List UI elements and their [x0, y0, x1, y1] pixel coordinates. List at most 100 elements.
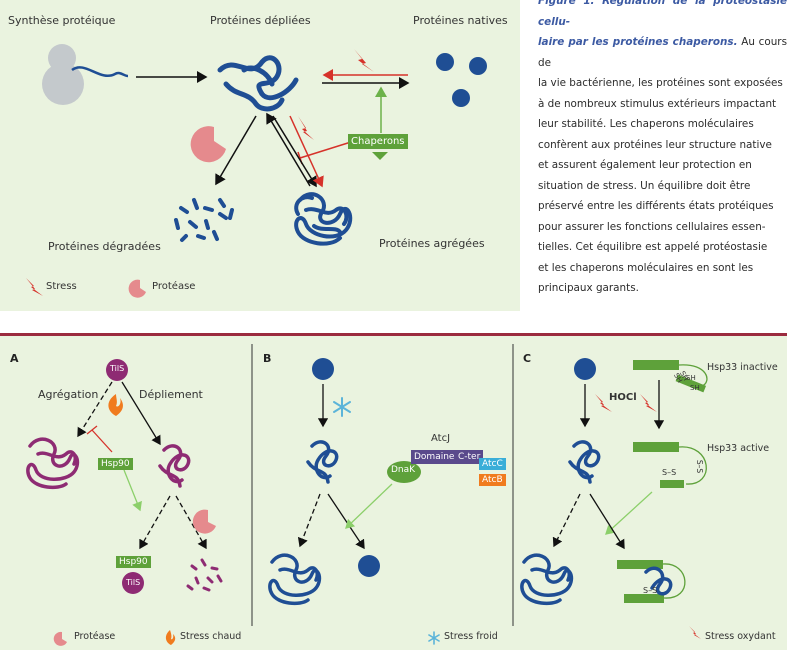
aggregated-proteins [294, 192, 353, 246]
legend-cold: Stress froid [444, 631, 498, 642]
caption-line: à de nombreux stimulus extérieurs impact… [538, 97, 777, 110]
domaine-j-box: Domaine J [411, 450, 463, 464]
unfolded-protein-a [158, 444, 191, 488]
stress-icon [354, 49, 374, 72]
dnak-arrow [345, 483, 393, 529]
caption-line: pour assurer les fonctions cellulaires e… [538, 220, 766, 233]
dnak-label: DnaK [391, 465, 416, 475]
top-diagram [26, 44, 487, 298]
cold-legend-icon [428, 631, 440, 645]
aggregation-arrow-c [552, 493, 581, 548]
caption-line: tielles. Cet équilibre est appelé protéo… [538, 241, 768, 253]
agregation-label: Agrégation [38, 388, 99, 401]
oxidant-icon-2 [640, 394, 657, 412]
hsp90-inhibition [91, 429, 113, 453]
caption-line: et les chaperons moléculaires en sont le… [538, 261, 754, 274]
degradation-arrow [215, 115, 257, 186]
aggregation-arrow [77, 381, 113, 438]
aggregation-arrow-down [272, 115, 317, 188]
ss-label: S–S [662, 468, 677, 477]
section-divider [0, 333, 787, 336]
caption-line: préservé entre les différents états prot… [538, 200, 774, 212]
aggregated-protein-a [26, 437, 80, 490]
panel-b-letter: B [263, 352, 272, 365]
protease-icon [192, 509, 216, 534]
ribosome-icon [42, 44, 129, 105]
hsp90-arrow [123, 469, 142, 512]
refold-arrow [139, 495, 171, 550]
unfolded-protein-c [568, 440, 601, 484]
hsp33-active-bar [633, 442, 679, 452]
native-proteins [436, 53, 487, 107]
panel-c-letter: C [523, 352, 532, 365]
depliement-label: Dépliement [139, 388, 203, 401]
caption-line: et assurent également leur protection en [538, 159, 752, 171]
caption-line: la vie bactérienne, les protéines sont e… [538, 77, 783, 89]
stress-icon [298, 116, 314, 140]
cold-stress-icon [333, 397, 351, 417]
holding-arrow [589, 493, 625, 550]
caption-line: principaux garants. [538, 282, 639, 294]
folding-arrow-b [327, 493, 365, 550]
legend-stress: Stress [46, 281, 77, 292]
caption-line: Au cours de [538, 36, 787, 69]
tils-label-bound: TilS [126, 578, 141, 587]
c-ter-box: C-ter [455, 450, 484, 464]
atcj-label: AtcJ [431, 433, 451, 444]
top-figure: Synthèse protéique Protéines dépliées Pr… [0, 0, 520, 311]
unfolded-protein [217, 55, 299, 112]
figure-caption: Figure 1. Régulation de la protéostasie … [538, 0, 787, 294]
aggregation-arrow-b [297, 493, 321, 548]
native-protein-c [574, 358, 596, 380]
protease-legend-icon [128, 279, 146, 298]
bottom-diagram [26, 344, 708, 646]
heat-stress-icon [108, 394, 123, 416]
hsp33-arrow [605, 491, 653, 535]
protease-icon [190, 126, 226, 163]
legend-protease: Protéase [152, 281, 196, 292]
label-degradees: Protéines dégradées [48, 240, 161, 253]
atcc-box: AtcC [479, 458, 506, 470]
label-agregees: Protéines agrégées [379, 237, 485, 250]
dnak-node [387, 461, 421, 483]
degraded-fragments [174, 198, 234, 242]
caption-line: situation de stress. Un équilibre doit ê… [538, 179, 751, 192]
hsp90-box-bound: Hsp90 [116, 556, 151, 568]
label-natives: Protéines natives [413, 14, 508, 27]
unfolding-arrow [121, 381, 161, 446]
degrade-arrow [175, 495, 207, 550]
aggregated-protein-c [520, 553, 574, 606]
label-synthese: Synthèse protéique [8, 14, 116, 27]
stress-legend-icon [26, 278, 43, 296]
caption-line: confèrent aux protéines leur structure n… [538, 138, 772, 151]
ss-label: S–S [695, 459, 705, 474]
bottom-figure: A B C TilS Agrégation Dépliement Hsp90 H… [0, 336, 787, 650]
caption-title: Figure 1. Régulation de la protéostasie … [538, 0, 787, 28]
atcb-box: AtcB [479, 474, 506, 486]
legend-oxidant: Stress oxydant [705, 631, 776, 642]
hsp33-client-complex [617, 560, 686, 603]
panel-a-letter: A [10, 352, 19, 365]
oxidant-icon-1 [595, 394, 612, 412]
ss-label: S–S [643, 586, 658, 595]
hsp33-inactive-label: Hsp33 inactive [707, 362, 778, 373]
hsp33-inactive-bar [633, 360, 679, 370]
native-protein-b2 [358, 555, 380, 577]
aggregation-arrow-red [289, 115, 324, 188]
sh-label: SH [690, 384, 700, 392]
native-protein-b [312, 358, 334, 380]
unfolded-protein-b [306, 440, 339, 484]
tils-label: TilS [110, 364, 125, 373]
hsp90-box: Hsp90 [98, 458, 133, 470]
legend-protease-b: Protéase [74, 631, 116, 642]
tils-node-bound [122, 572, 144, 594]
legend-heat: Stress chaud [180, 631, 242, 642]
sh-label: SH [686, 374, 696, 382]
hocl-label: HOCl [609, 392, 637, 403]
hsp33-active-label: Hsp33 active [707, 443, 770, 454]
chaperons-box: Chaperons [348, 134, 408, 149]
protease-legend-icon [53, 631, 67, 646]
tils-node [106, 359, 128, 381]
degraded-fragments-a [186, 558, 223, 592]
caption-line: leur stabilité. Les chaperons moléculair… [538, 118, 754, 130]
